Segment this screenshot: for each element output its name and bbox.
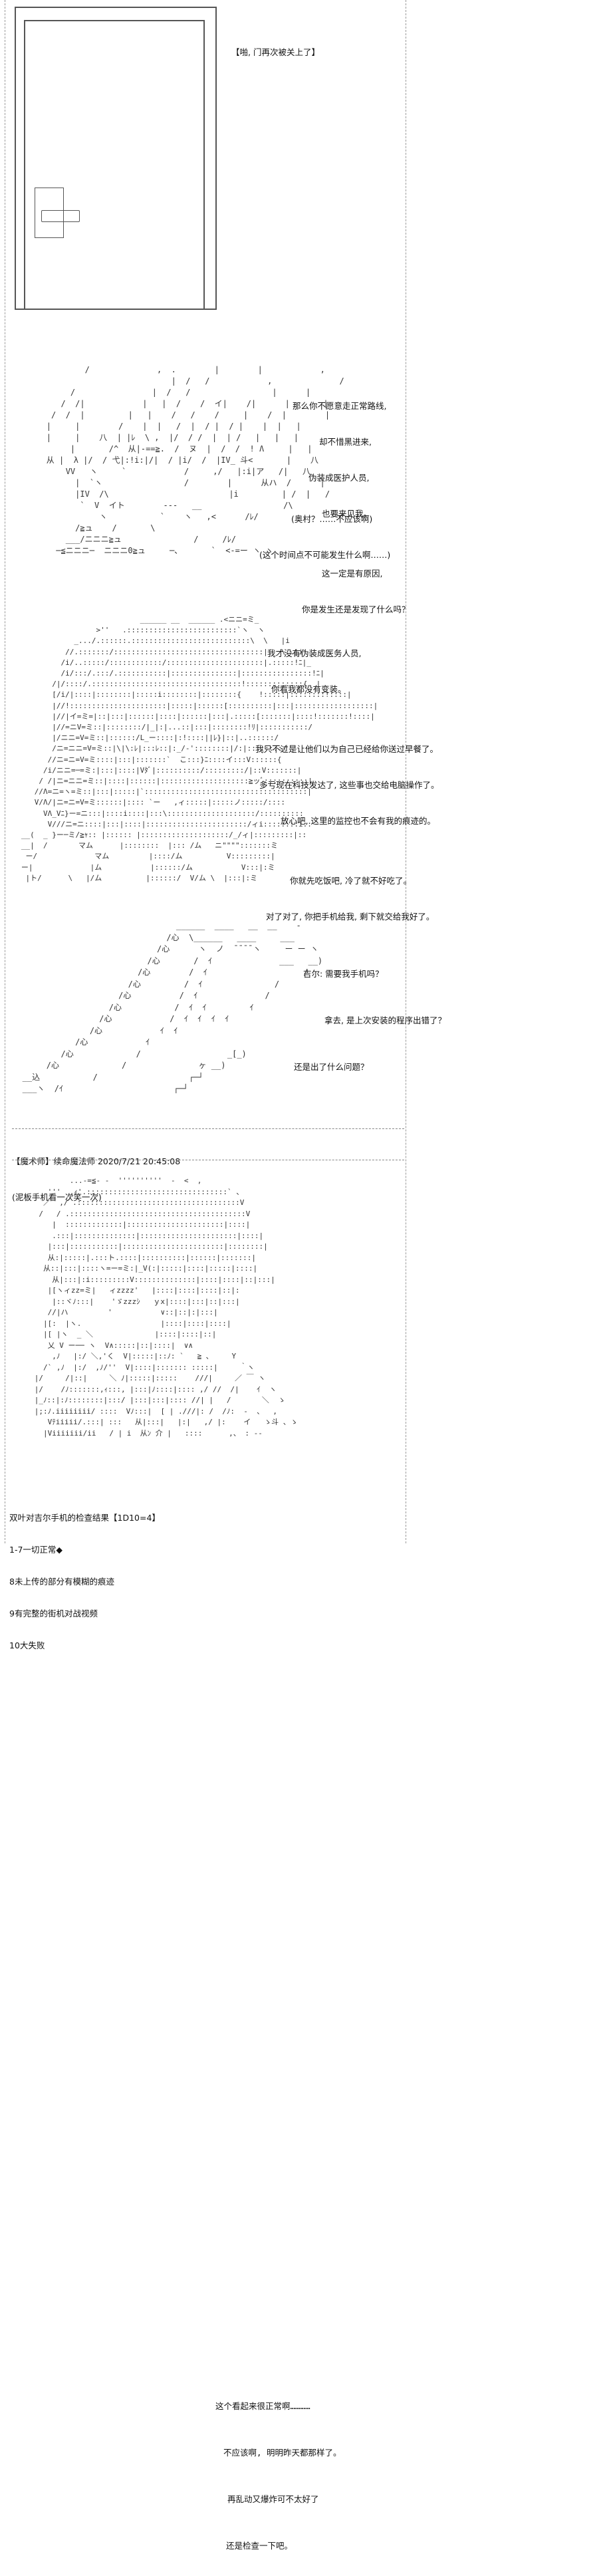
check-item: 9有完整的街机对战视频 — [9, 1609, 98, 1618]
dialogue-line: 还是检查一下吧。 — [226, 2541, 293, 2551]
scene2-dialogue: 那么你不愿意走正常路线, 却不惜黑进来, 伪装成医护人员, 也要来见我。 这一定… — [261, 376, 410, 640]
dialogue-line: 这个看起来很正常啊………… — [215, 2401, 310, 2411]
scene3-dialogue: 我才没有伪装成医务人员, 你看我都没有变装。 我只不过是让他们以为自己已经给你送… — [247, 624, 439, 947]
dialogue-line: 还是出了什么问题？ — [294, 1062, 369, 1072]
dialogue-line: 这一定是有原因, — [322, 569, 383, 579]
check-item: 10大失败 — [9, 1640, 45, 1650]
door — [24, 20, 205, 309]
dialogue-line: 放心吧, 这里的监控也不会有我的痕迹的。 — [281, 816, 435, 826]
dialogue-line: 拿去, 是上次安装的程序出错了？ — [324, 1015, 446, 1025]
dialogue-line: 却不惜黑进来, — [319, 437, 372, 447]
post-body: (泥板手机看一次笑一次) — [12, 1192, 102, 1202]
dialogue-line: 那么你不愿意走正常路线, — [293, 401, 387, 411]
check-item: 1-7一切正常◆ — [9, 1545, 63, 1555]
check-result: 双叶对吉尔手机的检查结果【1D10=4】 1-7一切正常◆ 8未上传的部分有模糊… — [9, 1491, 160, 1672]
post-header: 【魔术师】续命魔法师 2020/7/21 20:45:08 — [12, 1156, 181, 1166]
thought-line: (这个时间点不可能发生什么啊……) — [259, 550, 391, 560]
scene4-dialogue: 吉尔: 需要我手机吗？ 拿去, 是上次安装的程序出错了？ 还是出了什么问题？ — [266, 944, 446, 1097]
scene1-caption: 【啪, 门再次被关上了】 — [231, 47, 320, 57]
ascii-art-character-phone: ...-=≦- ‐ '''''''''' ‐ < , ''' ,ｨ'.:::::… — [8, 1176, 342, 2551]
door-plate — [35, 188, 64, 238]
ascii-art-hands: ______ ____ __ __ - /心 \______ ____ ___ … — [22, 921, 323, 1093]
dialogue-line: 不应该啊, 明明昨天都那样了。 — [223, 2448, 342, 2458]
scene2-thought: (奥村？……不应该啊) (这个时间点不可能发生什么啊……) — [259, 489, 390, 585]
dialogue-line: 吉尔: 需要我手机吗？ — [303, 969, 384, 979]
dialogue-line: 你看我都没有变装。 — [271, 684, 346, 694]
dialogue-line: 伪装成医护人员, — [308, 473, 370, 483]
ascii-art-character: ______ __ ______ .<ニニ=ミ_ >'' .::::::::::… — [21, 615, 378, 882]
check-title: 双叶对吉尔手机的检查结果【1D10=4】 — [9, 1513, 160, 1523]
dialogue-line: 我只不过是让他们以为自己已经给你送过早餐了。 — [255, 744, 439, 754]
dialogue-line: 也要来见我。 — [322, 509, 372, 519]
door-frame — [15, 7, 217, 310]
thought-line: (奥村？……不应该啊) — [291, 514, 373, 524]
forum-post: 【魔术师】续命魔法师 2020/7/21 20:45:08 (泥板手机看一次笑一… — [12, 1132, 180, 1227]
scene5-dialogue: 这个看起来很正常啊………… 不应该啊, 明明昨天都那样了。 再乱动又爆炸可不太好… — [207, 2377, 342, 2576]
dialogue-line: 你是发生还是发现了什么吗？ — [302, 604, 410, 614]
dialogue-line: 多亏现在科技发达了, 这些事也交给电脑操作了。 — [259, 780, 439, 790]
door-handle — [41, 210, 80, 222]
dialogue-line: 对了对了, 你把手机给我, 剩下就交给我好了。 — [266, 912, 435, 922]
ascii-art-characters: / , . | | , | / / , / / | / / | | / — [46, 365, 344, 555]
dialogue-line: 再乱动又爆炸可不太好了 — [227, 2494, 319, 2504]
dialogue-line: 我才没有伪装成医务人员, — [267, 648, 362, 658]
check-item: 8未上传的部分有模糊的痕迹 — [9, 1577, 114, 1587]
page: 【啪, 门再次被关上了】 / , . | | , | / / , / / | / — [5, 0, 446, 2551]
post-divider-top — [12, 1128, 404, 1129]
dialogue-line: 你就先吃饭吧, 冷了就不好吃了。 — [290, 876, 412, 886]
